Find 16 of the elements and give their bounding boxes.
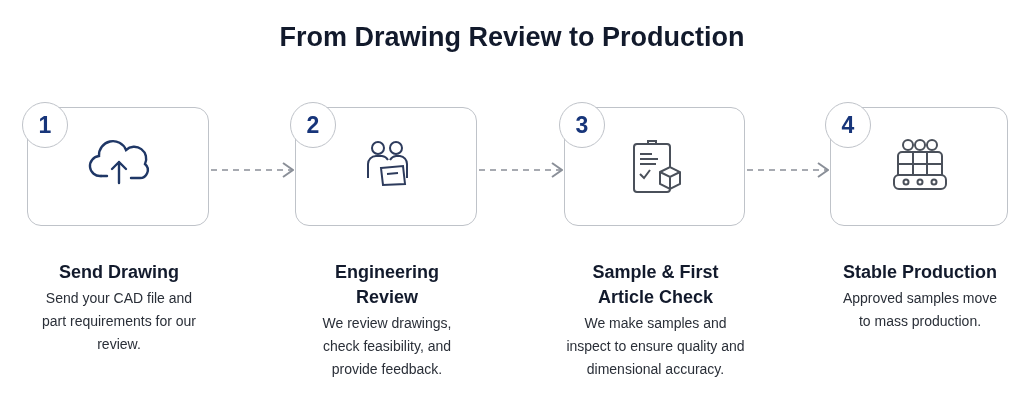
step-heading: Stable Production	[842, 261, 998, 284]
arrow	[746, 162, 829, 178]
arrow	[478, 162, 563, 178]
step-description: Approved samples move to mass production.	[841, 289, 999, 331]
step-number: 2	[290, 102, 336, 148]
step-number: 4	[825, 102, 871, 148]
step-description: Send your CAD file and part requirements for our review.	[40, 289, 198, 354]
step-number: 3	[559, 102, 605, 148]
step-description: We review drawings, check feasibility, and provide feedback.	[321, 314, 453, 379]
step-heading: Send Drawing	[58, 261, 180, 284]
arrow	[210, 162, 294, 178]
step-number: 1	[22, 102, 68, 148]
step-heading: Engineering Review	[334, 261, 440, 309]
step-heading: Sample & First Article Check	[591, 261, 720, 309]
diagram-title: From Drawing Review to Production	[278, 22, 746, 53]
step-description: We make samples and inspect to ensure quality and dimensional accuracy.	[565, 314, 746, 379]
